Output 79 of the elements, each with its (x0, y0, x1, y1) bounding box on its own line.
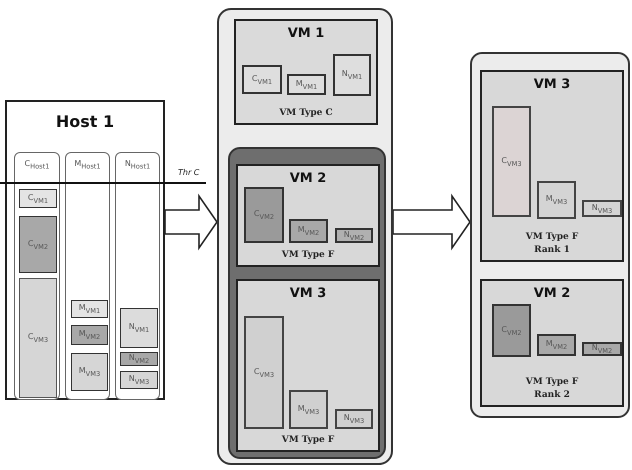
type-label: VM Type C (279, 107, 333, 120)
box-title: VM 3 (290, 286, 326, 301)
resource-label: C$_{VM1}$ (252, 74, 272, 86)
vm-box (480, 70, 624, 262)
box-title: VM 2 (534, 286, 570, 301)
resource-column (115, 152, 160, 400)
resource-block (244, 187, 284, 243)
resource-label: M$_{VM1}$ (78, 303, 100, 315)
resource-label: N$_{VM1}$ (342, 69, 362, 81)
group-panel (217, 8, 393, 465)
resource-label: C$_{VM3}$ (501, 156, 522, 168)
resource-label: N$_{VM3}$ (128, 374, 150, 386)
resource-label: N$_{VM1}$ (128, 322, 150, 334)
resource-block (120, 371, 158, 389)
resource-block (333, 54, 371, 96)
type-label: Rank 1 (534, 244, 570, 257)
box-title: VM 1 (288, 26, 324, 41)
resource-block (335, 228, 373, 243)
resource-label: N$_{VM3}$ (344, 413, 364, 425)
resource-label: C$_{VM2}$ (254, 209, 274, 221)
resource-label: N$_{VM2}$ (344, 230, 364, 242)
resource-label: N$_{VM3}$ (592, 202, 612, 214)
resource-block (19, 216, 57, 273)
resource-label: M$_{VM3}$ (546, 194, 568, 206)
group-frame (228, 147, 386, 459)
resource-column (65, 152, 110, 400)
resource-block (120, 352, 158, 366)
type-label: VM Type F (282, 249, 334, 262)
resource-block (71, 325, 108, 345)
column-label: N$_{Host1}$ (124, 159, 150, 171)
type-label: VM Type F (282, 434, 334, 447)
block-arrow (164, 193, 218, 251)
resource-label: N$_{VM2}$ (128, 353, 150, 365)
vm-box (234, 19, 378, 125)
resource-column (14, 152, 60, 400)
resource-label: C$_{VM2}$ (501, 324, 522, 336)
box-title: VM 2 (290, 171, 326, 186)
resource-label: C$_{VM3}$ (254, 366, 274, 378)
resource-block (244, 316, 284, 429)
vm-box (480, 279, 624, 407)
resource-block (289, 390, 328, 429)
vm-box (236, 164, 380, 267)
host-panel (5, 100, 165, 400)
resource-block (582, 200, 622, 217)
block-arrow (392, 193, 471, 251)
resource-label: M$_{VM3}$ (298, 404, 320, 416)
resource-label: M$_{VM2}$ (78, 329, 100, 341)
resource-label: C$_{VM3}$ (28, 332, 48, 344)
resource-block (492, 106, 531, 217)
resource-block (335, 409, 373, 429)
resource-label: M$_{VM2}$ (298, 225, 320, 237)
resource-block (71, 300, 108, 318)
type-label: VM Type F (526, 231, 578, 244)
group-panel (470, 52, 630, 418)
resource-block (71, 353, 108, 391)
resource-block (537, 334, 576, 356)
column-label: M$_{Host1}$ (74, 159, 101, 171)
resource-label: C$_{VM2}$ (28, 238, 48, 250)
resource-block (492, 304, 531, 357)
type-label: Rank 2 (534, 389, 570, 402)
vm-box (236, 279, 380, 452)
resource-block (120, 308, 158, 348)
resource-label: M$_{VM3}$ (78, 366, 100, 378)
threshold-label: Thr C (178, 168, 200, 177)
box-title: VM 3 (534, 77, 570, 92)
resource-block (582, 342, 622, 356)
resource-label: N$_{VM2}$ (592, 343, 612, 355)
resource-block (537, 181, 576, 219)
column-label: C$_{Host1}$ (24, 159, 50, 171)
resource-block (19, 278, 57, 398)
resource-block (289, 219, 328, 243)
box-title: Host 1 (56, 112, 114, 131)
resource-block (242, 65, 282, 94)
type-label: VM Type F (526, 376, 578, 389)
resource-label: M$_{VM1}$ (296, 78, 318, 90)
resource-label: M$_{VM2}$ (546, 339, 568, 351)
resource-block (287, 74, 326, 95)
resource-block (19, 189, 57, 208)
resource-label: C$_{VM1}$ (28, 192, 48, 204)
